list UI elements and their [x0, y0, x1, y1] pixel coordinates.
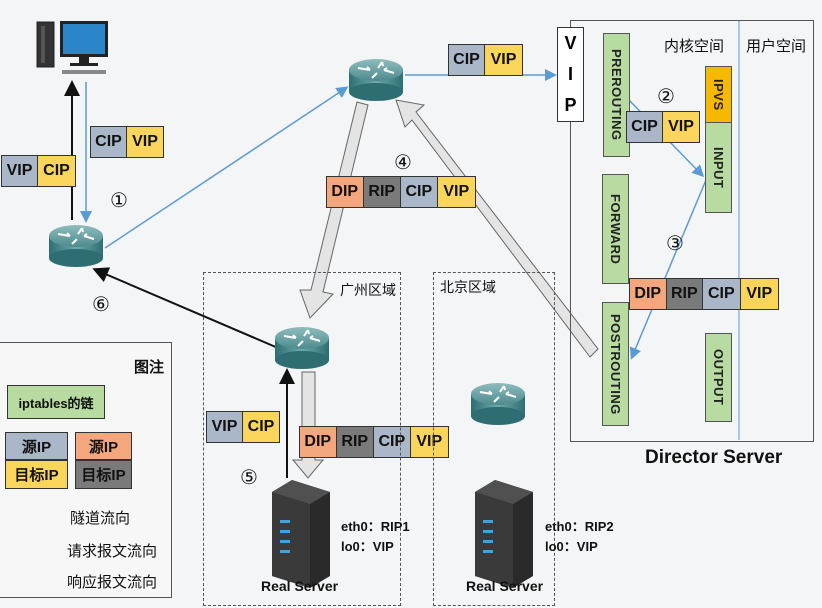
step-2: ②	[657, 84, 675, 108]
chain-forward: FORWARD	[602, 174, 629, 284]
real-server-1-label: Real Server	[261, 578, 339, 594]
real-server-1-lo0: lo0：VIP	[341, 539, 394, 554]
chain-input: INPUT	[705, 122, 732, 213]
packet-router-to-director: CIP VIP	[448, 44, 523, 76]
real-server-2-eth0: eth0：RIP2	[545, 519, 614, 534]
chain-postrouting: POSTROUTING	[602, 302, 629, 426]
director-server-box	[570, 20, 814, 442]
legend-client-src: 源IP	[5, 432, 68, 460]
region-guangzhou-label: 广州区域	[340, 282, 396, 298]
region-beijing-label: 北京区域	[440, 279, 496, 295]
legend-request-label: 请求报文流向	[67, 543, 158, 560]
legend-tunnel-dst: 目标IP	[75, 460, 132, 489]
region-beijing	[433, 272, 555, 606]
packet-client-response: VIP CIP	[1, 155, 76, 187]
step-6: ⑥	[92, 292, 110, 316]
real-server-1-eth0: eth0：RIP1	[341, 519, 410, 534]
region-guangzhou	[203, 272, 401, 606]
client-router-icon	[48, 224, 104, 268]
core-router-icon	[348, 58, 404, 102]
step-1: ①	[110, 188, 128, 212]
step-5: ⑤	[240, 465, 258, 489]
client-computer-icon	[36, 21, 108, 74]
user-space-label: 用户空间	[746, 38, 807, 55]
request-line-router-up	[104, 86, 349, 249]
legend-title: 图注	[134, 359, 165, 376]
real-server-2-label: Real Server	[466, 578, 544, 594]
legend-tunnel-label: 隧道流向	[70, 510, 131, 527]
packet-realserver-response: VIP CIP	[206, 411, 280, 443]
chain-ipvs: IPVS	[705, 66, 732, 123]
legend-client-dst: 目标IP	[5, 460, 68, 489]
chain-prerouting: PREROUTING	[603, 33, 630, 157]
chain-output: OUTPUT	[705, 333, 732, 422]
vip-letter: I	[567, 64, 573, 84]
real-server-2-lo0: lo0：VIP	[545, 539, 598, 554]
legend-tunnel-src: 源IP	[75, 432, 132, 460]
packet-realserver: DIP RIP CIP VIP	[299, 426, 449, 458]
legend-chain-swatch: iptables的链	[7, 385, 105, 419]
legend-response-label: 响应报文流向	[67, 574, 158, 591]
kernel-space-label: 内核空间	[664, 38, 725, 55]
director-server-title: Director Server	[645, 447, 783, 468]
packet-prerouting: CIP VIP	[626, 111, 700, 143]
packet-postrouting: DIP RIP CIP VIP	[629, 278, 779, 310]
vip-letter: V	[564, 33, 577, 53]
vip-interface-box: V I P	[557, 27, 584, 122]
packet-client-request: CIP VIP	[90, 126, 164, 158]
step-3: ③	[666, 231, 684, 255]
vip-letter: P	[564, 95, 577, 115]
packet-tunnel: DIP RIP CIP VIP	[326, 176, 476, 208]
step-4: ④	[394, 150, 412, 174]
